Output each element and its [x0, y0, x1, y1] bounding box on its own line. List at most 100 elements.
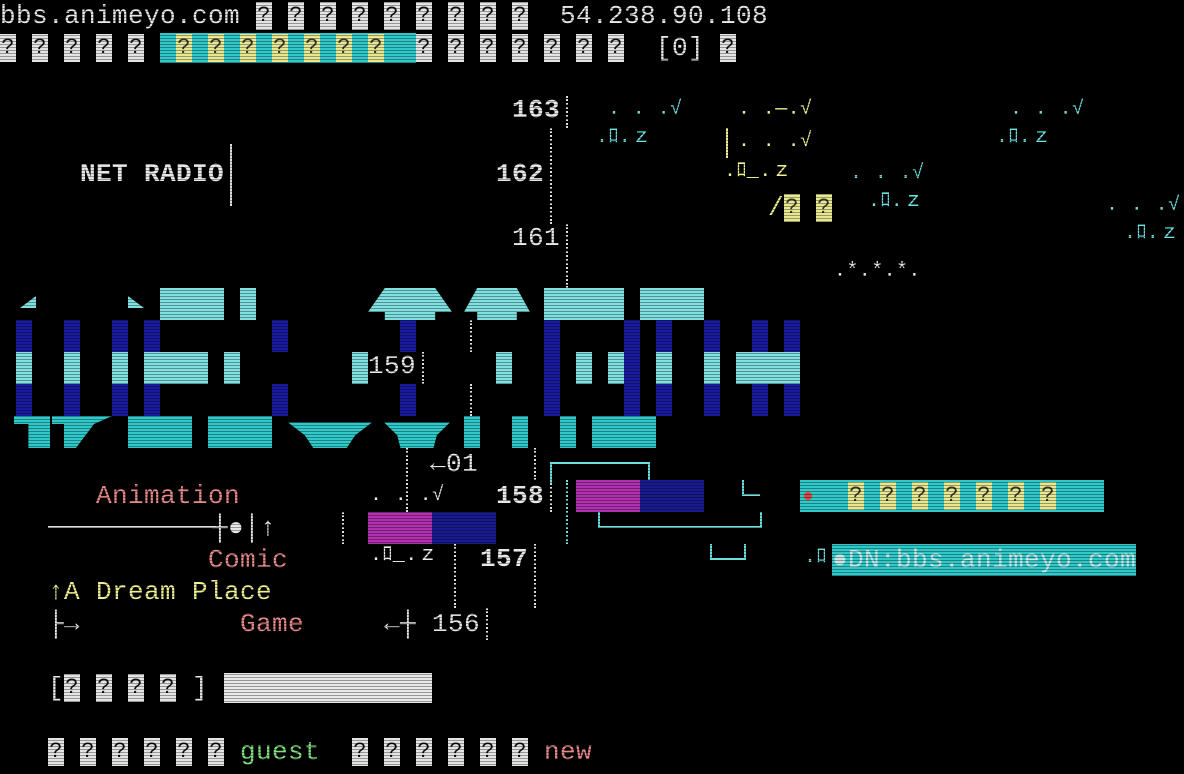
- glyph-box: ?: [880, 482, 896, 510]
- note: . . .√: [850, 162, 925, 185]
- logo-block: [20, 296, 36, 308]
- guest-label[interactable]: guest: [240, 737, 321, 767]
- glyph-box: ?: [48, 738, 64, 766]
- glyph-box: ?: [80, 738, 96, 766]
- left-arrow-icon: ←┼: [384, 609, 417, 639]
- note: .ﾛ.ｚ: [996, 126, 1052, 149]
- note: . . .√: [1010, 98, 1085, 121]
- glyph-box: ?: [848, 482, 864, 510]
- glyph-box: ?: [112, 738, 128, 766]
- glyph-box: ?: [512, 34, 528, 62]
- ladder-line: [470, 320, 472, 352]
- floor-159[interactable]: 159: [368, 351, 417, 381]
- glyph-box: ?: [64, 674, 81, 702]
- header-unknown-text: ?????????: [256, 0, 544, 32]
- ladder-line: [550, 128, 552, 224]
- guest-hint: ??????: [48, 736, 240, 768]
- logo-block: [52, 416, 112, 448]
- floor-162[interactable]: 162: [496, 159, 545, 189]
- red-dot-icon: [804, 492, 812, 500]
- logo-block: [640, 288, 704, 320]
- glyph-box: ?: [96, 34, 112, 62]
- note: .ﾛ.ｚ: [596, 126, 652, 149]
- glyph-box: ?: [288, 2, 304, 30]
- glyph-box: ?: [720, 34, 736, 62]
- menu-item-dream-place[interactable]: ↑A Dream Place: [48, 577, 273, 607]
- banner-text: ???????: [848, 480, 1072, 512]
- note: . . .√: [1106, 194, 1181, 217]
- glyph-box: ?: [576, 34, 592, 62]
- glyph-box: ?: [976, 482, 992, 510]
- logo-block: [272, 320, 288, 352]
- ip-address: 54.238.90.108: [560, 1, 769, 31]
- glyph-box: ?: [0, 34, 16, 62]
- glyph-box: ?: [544, 34, 560, 62]
- ladder-line: [486, 608, 488, 640]
- logo-block: [608, 352, 624, 384]
- logo-block: [544, 288, 624, 320]
- logo-block: [144, 352, 208, 384]
- ladder-line: [342, 512, 344, 544]
- logo-block: [14, 416, 50, 448]
- logo-block: [656, 352, 672, 384]
- ladder-line: [566, 224, 568, 288]
- note: .ﾛ_.ｚ: [724, 160, 793, 183]
- note: .ﾛ.ｚ: [1124, 222, 1180, 245]
- logo-block: [736, 352, 800, 384]
- logo-block: [368, 288, 452, 320]
- glyph-box: ?: [32, 34, 48, 62]
- map-room-blue: [432, 512, 496, 544]
- floor-157[interactable]: 157: [480, 544, 529, 574]
- status-highlight-bar: ???????: [160, 33, 416, 63]
- net-radio-label[interactable]: NET RADIO: [80, 159, 225, 189]
- glyph-box: ?: [352, 738, 368, 766]
- floor-159-bg: [368, 352, 420, 384]
- ladder-line: [566, 96, 568, 128]
- glyph-box: ?: [608, 34, 624, 62]
- floor-156[interactable]: 156: [432, 609, 481, 639]
- map-room-magenta: [368, 512, 432, 544]
- banner-bar[interactable]: ???????: [800, 480, 1104, 512]
- floor-163[interactable]: 163: [512, 95, 561, 125]
- glyph-box: ?: [912, 482, 928, 510]
- yellow-glyphs: /??: [768, 193, 833, 223]
- highlight-text: ???????: [176, 32, 400, 64]
- banner-prefix: .ﾛ: [804, 546, 827, 569]
- logo-block: [560, 416, 576, 448]
- note: . .—.√: [738, 98, 813, 121]
- glyph-box: ?: [384, 738, 400, 766]
- glyph-box: ?: [320, 2, 336, 30]
- glyph-box: ?: [1008, 482, 1024, 510]
- new-label[interactable]: new: [544, 737, 593, 767]
- glyph-box: ?: [96, 674, 113, 702]
- menu-item-comic[interactable]: Comic: [208, 545, 289, 575]
- floor-158[interactable]: 158: [496, 481, 545, 511]
- logo-block: [272, 384, 288, 416]
- map-room-magenta: [576, 480, 640, 512]
- floor-161[interactable]: 161: [512, 223, 561, 253]
- logo-block: [224, 352, 240, 384]
- glyph-box: ?: [352, 2, 368, 30]
- login-input[interactable]: [224, 673, 432, 703]
- menu-item-animation[interactable]: Animation: [96, 481, 241, 511]
- status-unknown-text-2: ???????: [416, 32, 640, 64]
- logo-block: [240, 288, 256, 320]
- glyph-box: ?: [448, 738, 464, 766]
- logo-block: [208, 416, 272, 448]
- right-arrow-icon: ├→: [48, 609, 81, 639]
- dn-banner[interactable]: ●DN:bbs.animeyo.com: [832, 544, 1136, 576]
- menu-node-icon: ┼●│↑: [212, 513, 277, 543]
- mail-glyph: ?: [720, 32, 752, 64]
- logo-block: [128, 296, 144, 308]
- ladder-line: [534, 448, 536, 480]
- net-radio-bracket: [230, 144, 232, 206]
- bracket: [: [48, 673, 65, 703]
- menu-item-game[interactable]: Game: [240, 609, 305, 639]
- logo-block: [592, 416, 656, 448]
- glyph-box: ?: [256, 2, 272, 30]
- mail-count[interactable]: [0]: [656, 33, 705, 63]
- glyph-box: ?: [144, 738, 160, 766]
- room-marker[interactable]: ←01: [430, 449, 479, 479]
- logo-block: [64, 352, 80, 384]
- map-room-outline: [742, 480, 760, 496]
